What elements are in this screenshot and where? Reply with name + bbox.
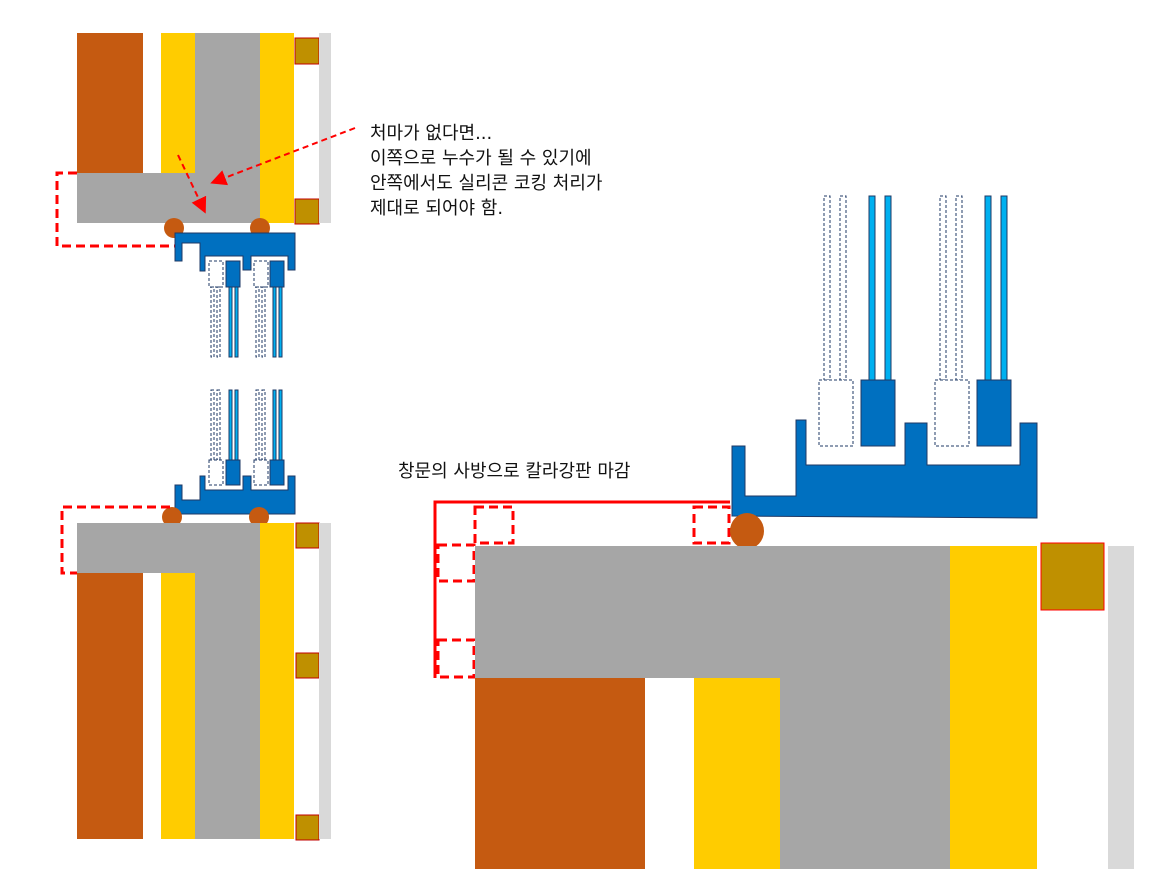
concrete-wall: [195, 573, 260, 839]
trim-block: [294, 37, 320, 65]
insulation-layer: [694, 678, 780, 869]
concrete-wall: [780, 678, 950, 869]
trim-block: [295, 652, 320, 679]
concrete-sill: [77, 523, 260, 573]
sash: [976, 379, 1012, 447]
sash: [269, 459, 285, 486]
glass-pane: [868, 195, 876, 381]
glass-pane: [272, 286, 277, 358]
sealant-bead: [162, 507, 182, 527]
concrete-sill: [475, 546, 950, 678]
sash: [225, 260, 241, 288]
concrete-wall: [195, 33, 260, 173]
window-frame-profile: [174, 232, 296, 272]
interior-finish: [319, 523, 331, 839]
sealant-bead: [249, 507, 269, 527]
inner-insulation: [950, 546, 1037, 869]
glass-pane: [1000, 195, 1008, 381]
glass-pane: [234, 286, 239, 358]
leak-annotation: 처마가 없다면... 이쪽으로 누수가 될 수 있기에 안쪽에서도 실리콘 코킹…: [177, 123, 602, 219]
enlarged-sill-detail: 창문의 사방으로 칼라강판 마감: [398, 195, 1134, 869]
caption: 창문의 사방으로 칼라강판 마감: [398, 461, 630, 482]
arrow-icon: [177, 154, 207, 214]
trim-block: [1040, 542, 1105, 611]
sash: [269, 260, 285, 288]
fastener-callout: [436, 638, 476, 679]
concrete-lintel: [77, 173, 260, 223]
brick-layer: [77, 573, 143, 839]
annotation-line: 제대로 되어야 함.: [370, 198, 503, 219]
inner-insulation: [260, 33, 294, 223]
interior-finish: [319, 33, 331, 223]
sash: [225, 459, 241, 486]
arrow-icon: [210, 127, 356, 186]
sash-ghost: [208, 260, 224, 288]
insulation-layer: [161, 33, 195, 173]
fastener-callout: [473, 505, 515, 545]
trim-block: [295, 814, 320, 841]
fastener-callout: [436, 543, 476, 583]
trim-block: [295, 522, 320, 549]
annotation-line: 처마가 없다면...: [370, 123, 492, 144]
glass-pane: [228, 286, 233, 358]
sealant-bead: [730, 513, 764, 549]
annotation-line: 안쪽에서도 실리콘 코킹 처리가: [370, 173, 602, 194]
trim-block: [294, 198, 320, 225]
head-section-detail: [55, 33, 331, 358]
fastener-callout: [692, 505, 731, 545]
interior-finish: [1108, 546, 1134, 869]
window-frame-profile: [731, 419, 1038, 519]
brick-layer: [475, 678, 645, 869]
color-steel-flashing: [433, 500, 730, 678]
sash-ghost: [818, 379, 854, 447]
glass-pane: [884, 195, 892, 381]
brick-layer: [77, 33, 143, 173]
glass-pane: [278, 286, 283, 358]
flashing-callout: [60, 505, 170, 575]
glass-pane: [984, 195, 992, 381]
sash-ghost: [934, 379, 970, 447]
sash-ghost: [253, 260, 269, 288]
window-frame-profile: [174, 475, 296, 515]
insulation-layer: [161, 573, 195, 839]
flashing-callout: [55, 171, 175, 248]
annotation-line: 이쪽으로 누수가 될 수 있기에: [370, 148, 592, 169]
sash: [860, 379, 896, 447]
sill-section-detail: [60, 389, 331, 841]
inner-insulation: [260, 523, 294, 839]
